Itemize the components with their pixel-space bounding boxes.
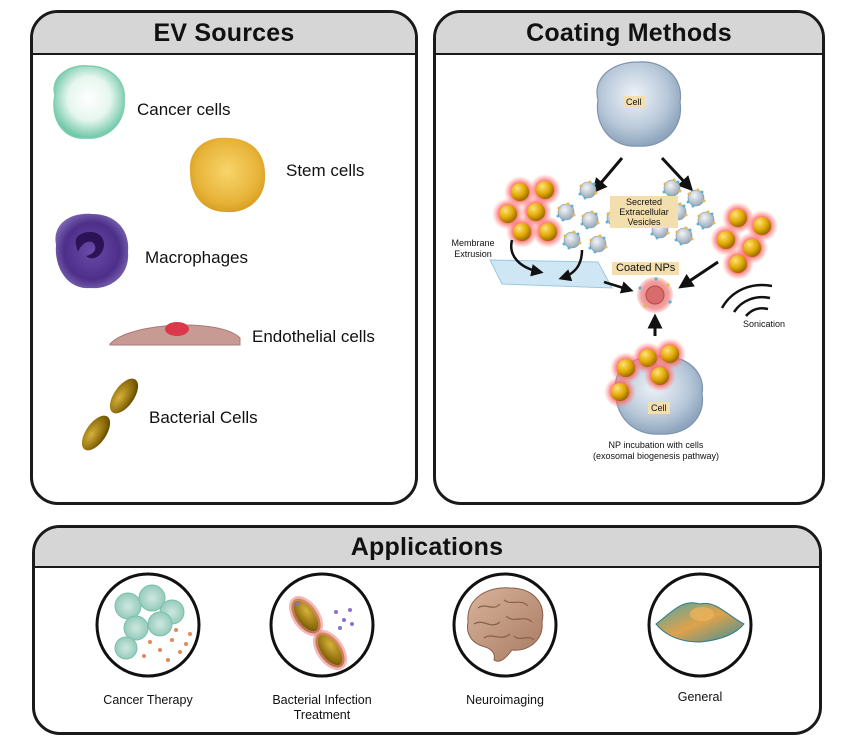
macrophage-icon: [55, 213, 129, 289]
sonication-label: Sonication: [743, 319, 786, 329]
stem-cells-label: Stem cells: [286, 161, 365, 180]
ev-sources-panel: EV Sources: [30, 10, 418, 505]
coating-methods-header: Coating Methods: [436, 13, 822, 55]
bacterial-cells-label: Bacterial Cells: [149, 408, 258, 427]
tissue-icon: [647, 572, 753, 678]
cancer-cells-label: Cancer cells: [137, 100, 231, 119]
coating-methods-panel: Coating Methods: [433, 10, 825, 505]
endothelial-cells-label: Endothelial cells: [252, 327, 375, 346]
bacteria-treatment-icon: [269, 572, 375, 678]
incubation-label: NP incubation with cells (exosomal bioge…: [592, 440, 720, 461]
bottom-cell-icon: [604, 338, 704, 435]
vesicles-label: Secreted Extracellular Vesicles: [610, 196, 678, 228]
applications-title: Applications: [350, 532, 504, 561]
ev-sources-title: EV Sources: [153, 18, 295, 47]
applications-panel: Applications: [32, 525, 822, 735]
bottom-cell-label: Cell: [648, 402, 670, 414]
cancer-therapy-label: Cancer Therapy: [103, 693, 193, 707]
top-cell-label: Cell: [623, 96, 645, 108]
bacterial-cell-icon: [81, 378, 139, 451]
cancer-therapy-icon: [95, 572, 201, 678]
brain-icon: [452, 572, 558, 678]
ev-sources-header: EV Sources: [33, 13, 415, 55]
bacterial-infection-label: Bacterial Infection Treatment: [272, 693, 372, 722]
membrane-sheet-icon: [489, 259, 613, 289]
neuroimaging-label: Neuroimaging: [466, 693, 544, 707]
membrane-extrusion-label: Membrane Extrusion: [451, 238, 495, 259]
sonication-icon: [720, 283, 773, 317]
applications-header: Applications: [35, 528, 819, 568]
endothelial-cell-icon: [109, 322, 241, 346]
coated-nps-label: Coated NPs: [612, 262, 680, 275]
cancer-cell-icon: [53, 65, 125, 139]
general-label: General: [677, 690, 723, 704]
coating-methods-title: Coating Methods: [526, 18, 732, 47]
stem-cell-icon: [189, 137, 266, 213]
coated-np-icon: [637, 277, 673, 313]
macrophages-label: Macrophages: [145, 248, 249, 267]
